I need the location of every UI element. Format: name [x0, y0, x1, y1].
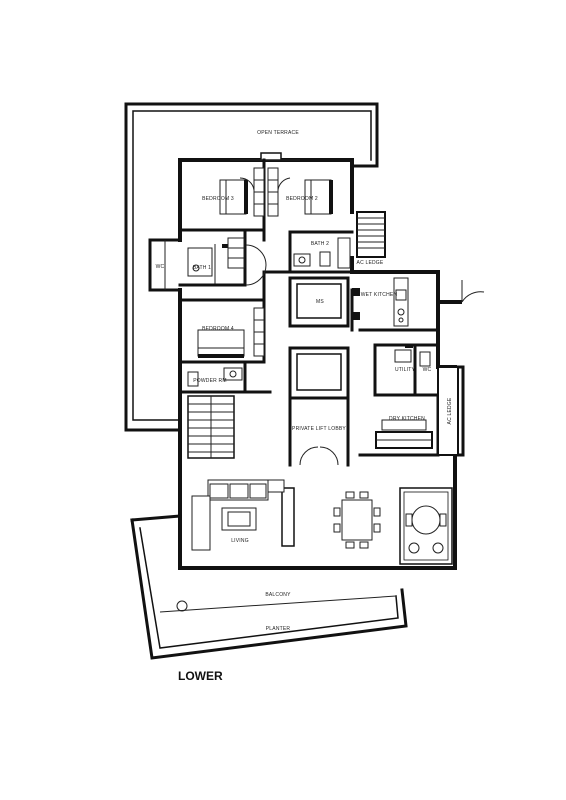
balcony-outline [130, 514, 408, 660]
label-ms: MS [316, 299, 324, 305]
door-swings [239, 177, 485, 303]
label-ac-ledge-side: AC LEDGE [447, 397, 453, 424]
label-ac-ledge-top: AC LEDGE [357, 260, 384, 266]
bed-bedroom-4 [197, 329, 245, 358]
living-sofa-set [191, 479, 295, 551]
label-private-lift-lobby: PRIVATE LIFT LOBBY [292, 426, 346, 432]
label-wet-kitchen: WET KITCHEN [361, 292, 398, 298]
bath-1-area [148, 228, 247, 292]
label-bedroom-3: BEDROOM 3 [202, 196, 234, 202]
level-title: LOWER [178, 669, 223, 683]
label-wc: WC [156, 264, 165, 270]
label-balcony: BALCONY [265, 592, 291, 598]
bath-2-fixtures [293, 237, 351, 269]
bed-bedroom-2 [304, 179, 333, 215]
label-bath-1: BATH 1 [193, 265, 211, 271]
label-bedroom-4: BEDROOM 4 [202, 326, 234, 332]
ac-ledge-grille [356, 211, 386, 258]
label-wc-2: WC [423, 367, 432, 373]
lobby-doors [299, 446, 339, 466]
label-dry-kitchen: DRY KITCHEN [389, 416, 425, 422]
balcony-dining-area [399, 487, 453, 565]
label-bath-2: BATH 2 [311, 241, 329, 247]
ac-ledge-side [437, 366, 459, 456]
label-utility: UTILITY [395, 367, 415, 373]
wet-kitchen-counters [393, 277, 409, 327]
staircase [187, 395, 235, 459]
label-open-terrace: OPEN TERRACE [257, 130, 299, 136]
label-bedroom-2: BEDROOM 2 [286, 196, 318, 202]
utility-fixtures [394, 345, 431, 367]
open-terrace-outline [124, 102, 379, 432]
wardrobes [227, 167, 279, 357]
dining-table [333, 491, 381, 549]
label-planter: PLANTER [266, 626, 291, 632]
dry-kitchen-island [375, 419, 433, 449]
powder-room-fixtures [187, 367, 243, 387]
bed-bedroom-3 [219, 179, 248, 215]
label-powder-rm: POWDER RM [193, 378, 226, 384]
lift-shaft-upper [288, 276, 360, 328]
lift-shaft-lower [288, 346, 350, 400]
label-living: LIVING [231, 538, 249, 544]
